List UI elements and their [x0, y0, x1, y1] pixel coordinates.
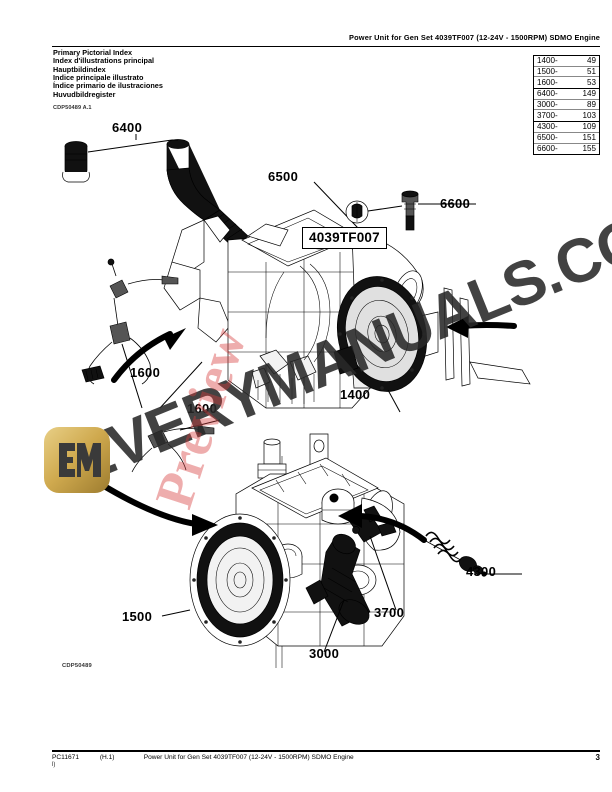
- callout-label-3700: 3700: [374, 605, 405, 620]
- part-6400-hoses: [62, 139, 249, 249]
- callout-label-1400: 1400: [340, 387, 371, 402]
- callout-leader-6400: [87, 134, 178, 153]
- engine-assembly-illustration: .ln { fill:none; stroke:#000; stroke-wid…: [62, 134, 531, 668]
- pictorial-diagram-area: .ln { fill:none; stroke:#000; stroke-wid…: [52, 112, 600, 687]
- footer-revision: (H.1): [99, 754, 115, 761]
- callout-leader-3000: [323, 599, 345, 653]
- callout-label-4300: 4300: [466, 564, 497, 579]
- index-page: 155: [582, 144, 596, 154]
- index-row[interactable]: 6400- 149: [534, 89, 599, 100]
- footer-title: Power Unit for Gen Set 4039TF007 (12-24V…: [143, 754, 354, 761]
- callout-leader-1500: [161, 609, 191, 617]
- index-page: 49: [586, 56, 596, 66]
- index-row[interactable]: 6600- 155: [534, 144, 599, 155]
- flywheel-housing-1400: [333, 276, 428, 392]
- callout-leader-1400: [387, 389, 401, 413]
- footer-page-number: 3: [595, 753, 600, 762]
- figure-code-bottom: CDP50489: [62, 663, 92, 669]
- callout-label-6400: 6400: [112, 120, 143, 135]
- callout-label-1600-upper: 1600: [130, 365, 161, 380]
- index-title-de: Hauptbildindex: [53, 64, 106, 74]
- index-page: 149: [582, 89, 596, 99]
- upper-engine-assembly: [62, 134, 531, 473]
- header-divider-rule: [52, 46, 600, 48]
- footer-sub-note: l): [52, 762, 56, 768]
- callout-leader-1600-lower: [179, 419, 221, 431]
- part-1600-harness: [81, 258, 179, 385]
- callout-leader-3700: [369, 535, 397, 611]
- index-page: 51: [586, 67, 596, 77]
- assembly-arrow-lower-left: [101, 483, 218, 536]
- index-code: 6500-: [537, 133, 558, 143]
- index-reference-table: 1400- 49 1500- 51 1600- 53 6400- 149 300…: [533, 55, 600, 156]
- index-row[interactable]: 6500- 151: [534, 133, 599, 144]
- page-header-title: Power Unit for Gen Set 4039TF007 (12-24V…: [349, 33, 600, 42]
- index-title-block: Primary Pictorial Index Index d'illustra…: [53, 48, 163, 99]
- index-page: 89: [586, 100, 596, 110]
- model-number-box: 4039TF007: [302, 227, 387, 249]
- index-row[interactable]: 3700- 103: [534, 110, 599, 121]
- index-code: 1400-: [537, 56, 558, 66]
- index-page: 53: [586, 78, 596, 88]
- index-code: 6600-: [537, 144, 558, 154]
- index-page: 109: [582, 122, 596, 132]
- assembly-target-dot: [329, 493, 339, 503]
- callout-label-6600: 6600: [440, 196, 471, 211]
- callout-label-1600-lower: 1600: [187, 401, 218, 416]
- index-code: 1500-: [537, 67, 558, 77]
- index-title-fr: Index d'illustrations principal: [53, 56, 155, 66]
- index-row[interactable]: 4300- 109: [534, 122, 599, 133]
- part-1600-harness-lower: [131, 425, 215, 473]
- callout-label-6500: 6500: [268, 169, 299, 184]
- assembly-arrow-upper-left: [111, 328, 186, 383]
- index-row[interactable]: 3000- 89: [534, 100, 599, 111]
- index-group-3: 4300- 109 6500- 151 6600- 155: [534, 122, 599, 154]
- index-page: 151: [582, 133, 596, 143]
- callout-label-1500: 1500: [122, 609, 153, 624]
- index-row[interactable]: 1400- 49: [534, 56, 599, 67]
- index-page: 103: [582, 111, 596, 121]
- index-row[interactable]: 1500- 51: [534, 67, 599, 78]
- footer-divider-rule: [52, 750, 600, 752]
- index-title-es: Índice primario de ilustraciones: [53, 81, 163, 91]
- index-code: 6400-: [537, 89, 558, 99]
- callout-leader-1600-upper: [121, 343, 143, 409]
- index-title-en: Primary Pictorial Index: [53, 48, 133, 57]
- index-code: 3700-: [537, 111, 558, 121]
- part-4300-element: [423, 531, 487, 577]
- part-6600-sensor: [345, 190, 476, 231]
- callout-leader-1600b: [159, 361, 203, 409]
- footer-pc-number: PC11671: [52, 754, 80, 761]
- lower-engine-assembly: [101, 433, 522, 668]
- callout-label-3000: 3000: [309, 646, 340, 661]
- index-code: 1600-: [537, 78, 558, 88]
- index-group-2: 6400- 149 3000- 89 3700- 103: [534, 89, 599, 123]
- index-title-sv: Huvudbildregister: [53, 89, 116, 99]
- assembly-arrow-upper-right: [446, 316, 517, 338]
- index-code: 3000-: [537, 100, 558, 110]
- index-group-1: 1400- 49 1500- 51 1600- 53: [534, 56, 599, 90]
- assembly-arrow-lower-right: [338, 504, 427, 543]
- figure-code-top: CDP50489 A.1: [53, 105, 92, 111]
- index-row[interactable]: 1600- 53: [534, 77, 599, 88]
- footer-left-block: PC11671 (H.1) Power Unit for Gen Set 403…: [52, 754, 354, 761]
- index-code: 4300-: [537, 122, 558, 132]
- bell-housing-1500: [189, 513, 291, 647]
- index-title-it: Indice principale illustrato: [53, 73, 144, 83]
- starter-motor-3000: [305, 533, 371, 627]
